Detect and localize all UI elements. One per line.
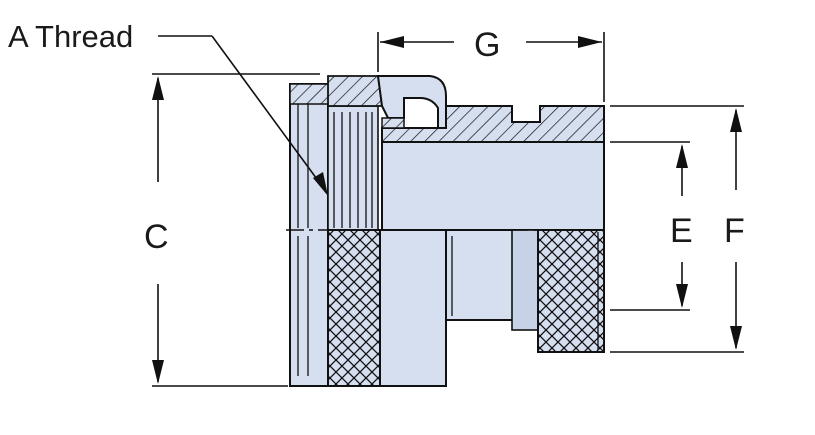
body-lower xyxy=(445,229,539,331)
knurled-ring-right xyxy=(537,229,605,353)
dimension-c xyxy=(152,73,320,387)
bore-upper xyxy=(381,141,605,231)
internal-thread xyxy=(327,105,379,231)
coupling-nut xyxy=(376,75,447,387)
label-g: G xyxy=(474,26,500,64)
a-thread-leader xyxy=(158,35,328,196)
dimension-f xyxy=(610,105,744,353)
label-c: C xyxy=(144,218,169,256)
label-e: E xyxy=(670,212,693,250)
left-collar xyxy=(289,83,331,387)
dimension-g xyxy=(377,32,605,102)
body-upper-wall xyxy=(381,105,605,143)
label-f: F xyxy=(724,212,745,250)
nut-section-top xyxy=(327,75,384,107)
label-a-thread: A Thread xyxy=(8,19,133,54)
dimension-e xyxy=(610,141,690,311)
knurled-ring-left xyxy=(327,229,381,387)
